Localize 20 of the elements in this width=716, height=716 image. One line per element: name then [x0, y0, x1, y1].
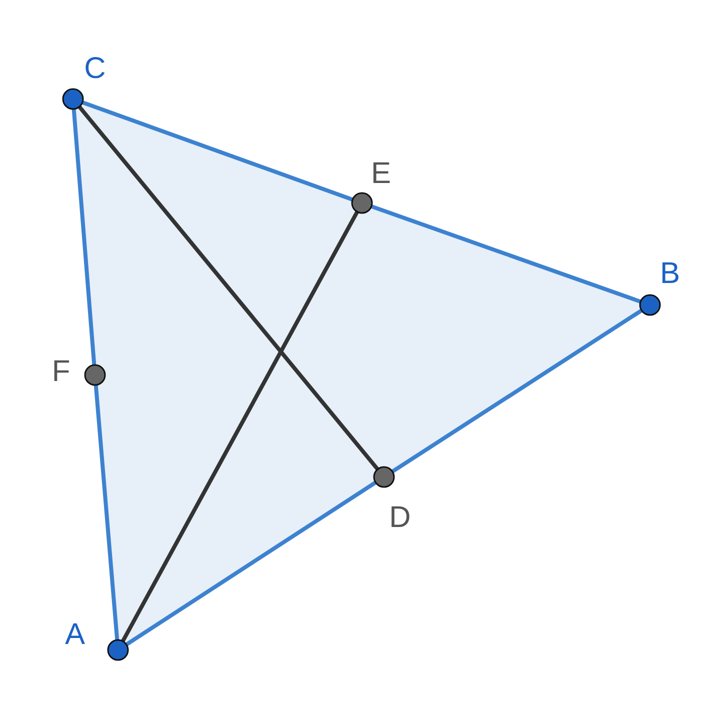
point-label: A [65, 618, 85, 651]
line-segment [78, 105, 380, 471]
line-segment [125, 480, 377, 646]
line-segment [391, 308, 643, 474]
point-label: E [371, 157, 391, 190]
line-segment [370, 204, 642, 304]
line-segment [121, 210, 359, 642]
point-dot [639, 294, 661, 316]
point-label: F [52, 355, 70, 388]
point-dot [84, 364, 106, 386]
line-segment [72, 108, 96, 366]
point-label: C [84, 52, 106, 85]
point-label: D [389, 501, 411, 534]
point-dot [62, 88, 84, 110]
point-dot [107, 639, 129, 661]
point-label: B [660, 257, 680, 290]
point-dot [351, 192, 373, 214]
line-segment [82, 100, 354, 202]
point-dot [373, 466, 395, 488]
line-segment [94, 384, 120, 640]
